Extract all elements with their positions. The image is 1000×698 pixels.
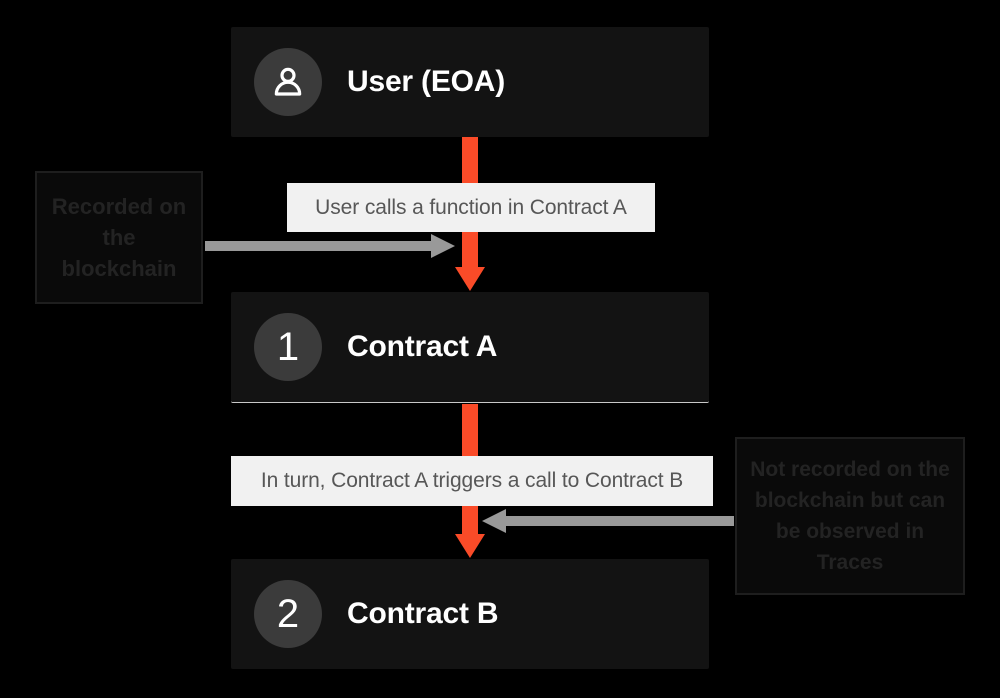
connector-shaft [506,516,734,526]
step-number-badge: 2 [254,580,322,648]
node-user-label: User (EOA) [347,65,506,98]
node-user[interactable]: User (EOA) [231,27,709,137]
step-number-badge: 1 [254,313,322,381]
node-contract-a-label: Contract A [347,330,498,363]
person-icon [254,48,322,116]
arrow-head-icon [455,534,485,558]
node-contract-b-label: Contract B [347,597,499,630]
note-not-recorded-on-blockchain: Not recorded on the blockchain but can b… [735,437,965,595]
edge-label-contract-a-to-contract-b: In turn, Contract A triggers a call to C… [231,456,713,506]
connector-arrow-head-icon [431,234,455,258]
arrow-head-icon [455,267,485,291]
note-recorded-on-blockchain: Recorded on the blockchain [35,171,203,304]
note-not-recorded-text: Not recorded on the blockchain but can b… [750,458,950,574]
edge-label-user-to-contract-a: User calls a function in Contract A [287,183,655,232]
connector-shaft [205,241,433,251]
connector-arrow-not-recorded [482,509,734,533]
node-contract-a[interactable]: 1 Contract A [231,292,709,403]
connector-arrow-recorded [205,234,455,258]
connector-arrow-head-icon [482,509,506,533]
node-contract-b[interactable]: 2 Contract B [231,559,709,669]
note-recorded-text: Recorded on the blockchain [51,194,187,281]
